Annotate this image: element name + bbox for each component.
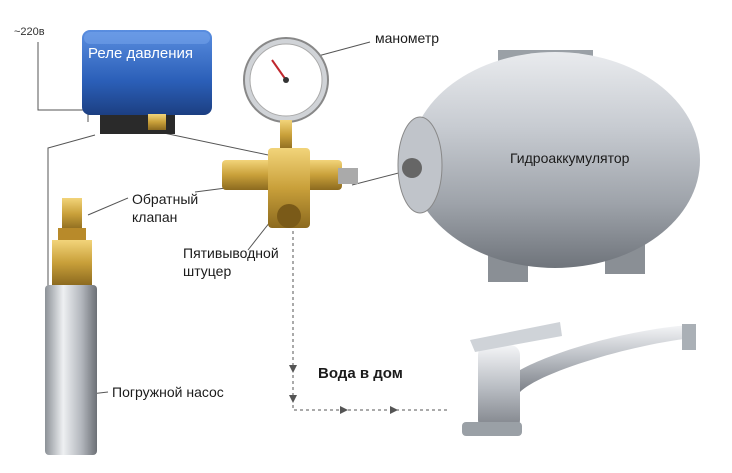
pump-cable bbox=[47, 134, 96, 320]
water-to-house-label: Вода в дом bbox=[318, 365, 403, 382]
power-line bbox=[37, 42, 89, 122]
arrow-right-2 bbox=[390, 406, 398, 414]
submersible-pump-device bbox=[45, 240, 97, 455]
arrow-down-1 bbox=[289, 365, 297, 373]
fitting-label-line1: Пятивыводной bbox=[183, 245, 279, 261]
flow-arrows bbox=[289, 365, 398, 414]
accumulator-label: Гидроаккумулятор bbox=[510, 150, 630, 166]
arrow-down-2 bbox=[289, 395, 297, 403]
submersible-pump-label: Погружной насос bbox=[112, 384, 224, 400]
fitting-label-line2: штуцер bbox=[183, 263, 232, 279]
voltage-label: ~220в bbox=[14, 26, 45, 38]
pressure-relay-device bbox=[82, 30, 212, 134]
check-valve-label-line1: Обратный bbox=[132, 191, 199, 207]
check-valve-device bbox=[58, 198, 86, 240]
check-valve-pointer bbox=[87, 197, 129, 216]
arrow-right-1 bbox=[340, 406, 348, 414]
fitting-pointer-b bbox=[247, 221, 271, 251]
accumulator-tank bbox=[397, 50, 700, 282]
manometer-label: манометр bbox=[375, 30, 440, 46]
five-way-fitting-device bbox=[222, 148, 358, 228]
manometer-device bbox=[243, 37, 329, 150]
water-line bbox=[292, 225, 450, 411]
check-valve-label-line2: клапан bbox=[132, 209, 178, 225]
faucet-device bbox=[462, 322, 696, 436]
pressure-relay-label: Реле давления bbox=[88, 45, 194, 62]
manometer-pointer bbox=[317, 41, 371, 57]
